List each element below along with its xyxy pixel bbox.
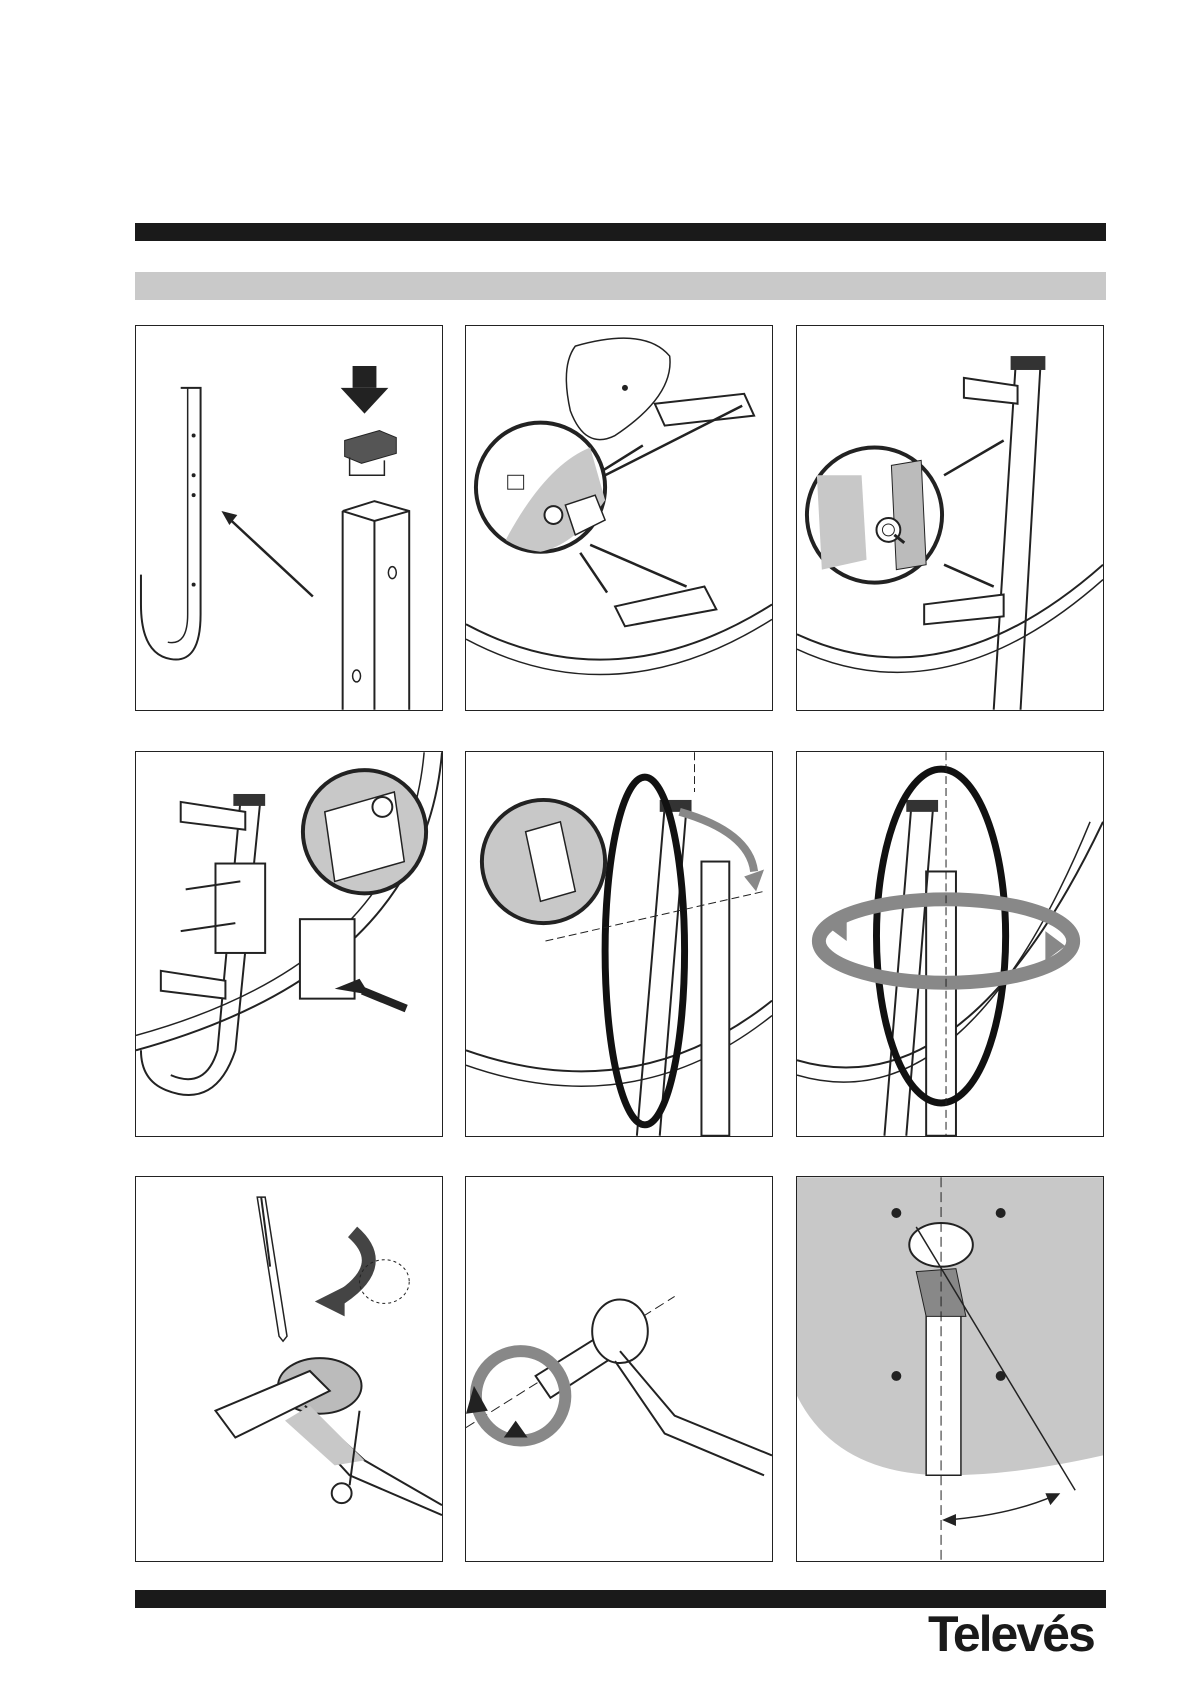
step-panel-2: [465, 325, 773, 711]
step-panel-8: [465, 1176, 773, 1562]
elevation-adjust-illustration: [466, 752, 772, 1136]
section-header-bar: [135, 272, 1106, 300]
step-panel-7: [135, 1176, 443, 1562]
bracket-screws-illustration: [466, 326, 772, 710]
brand-logo: Televés: [928, 1605, 1094, 1663]
step-panel-3: [796, 325, 1104, 711]
clamp-assembly-illustration: [136, 752, 442, 1136]
step-panel-6: [796, 751, 1104, 1137]
step-panel-1: [135, 325, 443, 711]
screwdriver-icon: [257, 1197, 287, 1341]
top-divider-bar: [135, 223, 1106, 241]
angle-arc-icon: [942, 1493, 1060, 1526]
mast-cap-illustration: [136, 326, 442, 710]
screwdriver-illustration: [136, 1177, 442, 1561]
step-panel-9: [796, 1176, 1104, 1562]
magnifier-detail-icon: [303, 770, 426, 893]
lnb-skew-illustration: [797, 1177, 1103, 1561]
step-panel-5: [465, 751, 773, 1137]
arm-brackets-illustration: [797, 326, 1103, 710]
down-arrow-icon: [341, 366, 389, 414]
azimuth-adjust-illustration: [797, 752, 1103, 1136]
magnifier-detail-icon: [476, 423, 605, 552]
magnifier-detail-icon: [807, 447, 942, 582]
lnb-rotation-illustration: [466, 1177, 772, 1561]
step-panel-4: [135, 751, 443, 1137]
